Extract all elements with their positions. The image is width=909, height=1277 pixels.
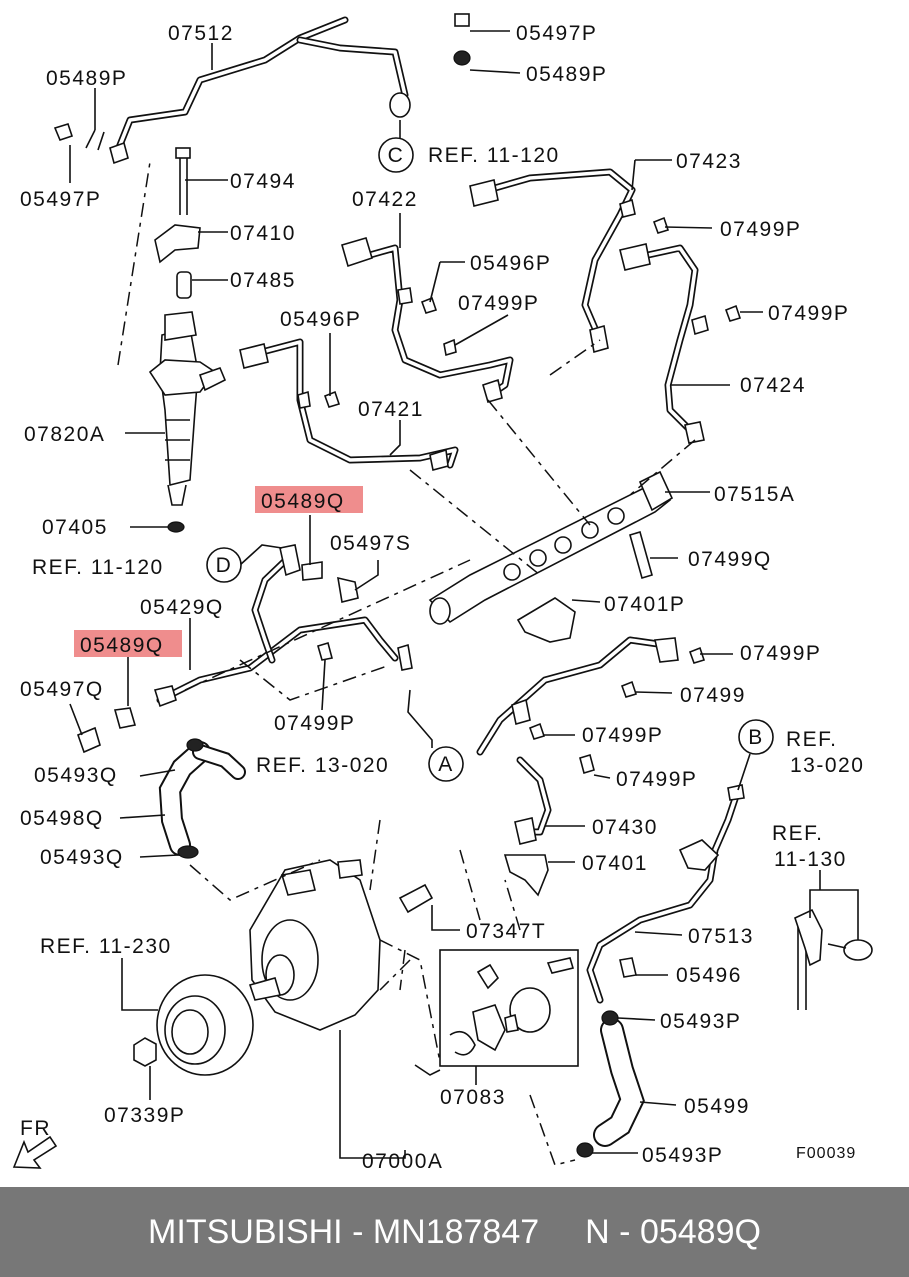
label-07485: 07485 — [230, 269, 296, 292]
label-ref-c: REF. 11-120 — [428, 144, 560, 167]
label-05493p-b: 05493P — [642, 1144, 723, 1167]
pin-07485 — [176, 271, 192, 299]
pipe-07424 — [644, 244, 699, 439]
label-07499p-c: 07499P — [768, 302, 849, 325]
label-ref-d: REF. 11-120 — [32, 556, 164, 579]
callout-b: B — [738, 719, 774, 755]
label-07499: 07499 — [680, 684, 746, 707]
label-05497q: 05497Q — [20, 678, 104, 701]
label-ref-b-line1: REF. — [786, 728, 838, 751]
label-05498q: 05498Q — [20, 807, 104, 830]
highlight-box-05489q-b — [74, 630, 182, 657]
label-07083: 07083 — [440, 1086, 506, 1109]
label-07422: 07422 — [352, 188, 418, 211]
callout-d: D — [206, 547, 242, 583]
label-ref-13-020-a: REF. 13-020 — [256, 754, 389, 777]
caption-brand-part: MITSUBISHI - MN187847 — [148, 1212, 540, 1251]
hose-05498q — [158, 741, 246, 856]
label-ref-11-130-line2: 11-130 — [774, 848, 847, 871]
part-labels: 07512 05497P 05489P 05489P 05497P REF. 1… — [20, 22, 864, 1173]
label-07405: 07405 — [42, 516, 108, 539]
label-ref-11-230: REF. 11-230 — [40, 935, 172, 958]
leader-lines — [69, 30, 859, 1159]
front-arrow-icon — [12, 1135, 58, 1169]
pipe-05429q — [156, 554, 399, 704]
label-07410: 07410 — [230, 222, 296, 245]
label-ref-11-130-line1: REF. — [772, 822, 824, 845]
label-05497p-left: 05497P — [20, 188, 101, 211]
callout-a: A — [428, 746, 464, 782]
label-07499p-b: 07499P — [458, 292, 539, 315]
label-07339p: 07339P — [104, 1104, 185, 1127]
label-05499: 05499 — [684, 1095, 750, 1118]
label-07499p-f: 07499P — [582, 724, 663, 747]
label-05489q-a: 05489Q — [261, 490, 345, 513]
fuel-pump-07000a — [248, 859, 381, 1031]
label-07499p-g: 07499P — [616, 768, 697, 791]
highlight-box-05489q-a — [255, 486, 363, 513]
label-05497s: 05497S — [330, 532, 411, 555]
label-07494: 07494 — [230, 170, 296, 193]
pipe-07512 — [114, 16, 409, 154]
label-07000a: 07000A — [362, 1150, 443, 1173]
label-fr: FR — [20, 1117, 51, 1140]
common-rail-07515a — [428, 470, 674, 625]
label-05496p-b: 05496P — [280, 308, 361, 331]
label-07515a: 07515A — [714, 483, 795, 506]
hose-05499 — [593, 1018, 645, 1147]
pipe-07421 — [258, 338, 459, 469]
label-07499p-a: 07499P — [720, 218, 801, 241]
label-05493q-a: 05493Q — [34, 764, 118, 787]
callout-b-letter: B — [748, 726, 764, 749]
label-05496p-a: 05496P — [470, 252, 551, 275]
label-ref-b-line2: 13-020 — [790, 754, 864, 777]
label-07421: 07421 — [358, 398, 424, 421]
injector-07820a — [148, 311, 227, 506]
label-07430: 07430 — [592, 816, 658, 839]
pipe-07513 — [586, 786, 742, 1004]
label-07423: 07423 — [676, 150, 742, 173]
label-07512: 07512 — [168, 22, 234, 45]
label-07499p-d: 07499P — [740, 642, 821, 665]
pipe-ref-11-130 — [794, 908, 873, 1010]
valve-kit-07083 — [439, 949, 579, 1067]
label-05489p-right: 05489P — [526, 63, 607, 86]
washer-07405 — [167, 521, 185, 533]
small-parts — [53, 13, 742, 1158]
callout-c-letter: C — [388, 144, 405, 167]
parts-diagram: C D A B 07512 05497P 05489P 05489P 05497… — [12, 13, 873, 1173]
dashed-lines — [117, 161, 696, 1166]
figure-code: F00039 — [796, 1145, 856, 1162]
label-07401p: 07401P — [604, 593, 685, 616]
bolt-07494 — [175, 147, 191, 215]
label-05497p-top: 05497P — [516, 22, 597, 45]
label-07820a: 07820A — [24, 423, 105, 446]
pipe-07422 — [366, 244, 514, 399]
label-07499p-e: 07499P — [274, 712, 355, 735]
label-07499q: 07499Q — [688, 548, 772, 571]
label-05489p-left: 05489P — [46, 67, 127, 90]
label-05493p-a: 05493P — [660, 1010, 741, 1033]
label-07424: 07424 — [740, 374, 806, 397]
label-05496: 05496 — [676, 964, 742, 987]
nut-07339p — [133, 1037, 157, 1067]
caption-ref: N - 05489Q — [585, 1212, 761, 1251]
callout-a-letter: A — [438, 753, 454, 776]
sprocket-ref-11-230 — [156, 974, 254, 1076]
callout-c: C — [378, 137, 414, 173]
label-07513: 07513 — [688, 925, 754, 948]
clamp-07410 — [154, 224, 201, 264]
label-05489q-b: 05489Q — [80, 634, 164, 657]
callout-d-letter: D — [216, 554, 233, 577]
pipe-connectors — [109, 141, 745, 845]
label-07347t: 07347T — [466, 920, 546, 943]
label-07401: 07401 — [582, 852, 648, 875]
label-05493q-b: 05493Q — [40, 846, 124, 869]
caption-bar: MITSUBISHI - MN187847 N - 05489Q — [0, 1187, 909, 1277]
label-05429q: 05429Q — [140, 596, 224, 619]
